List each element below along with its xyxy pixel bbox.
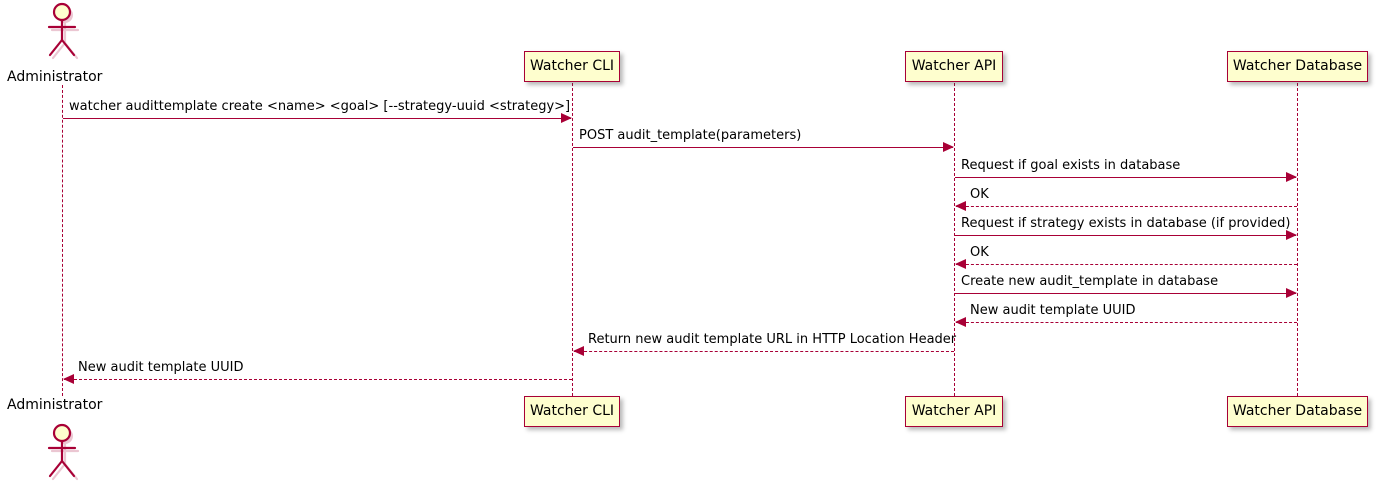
message-4-label: OK [970, 187, 989, 202]
message-5-line [955, 235, 1296, 236]
message-4-arrowhead [955, 201, 966, 211]
message-7-line [955, 293, 1296, 294]
lifeline-watcher-api [954, 83, 955, 396]
participant-watcher-api-top[interactable]: Watcher API [905, 51, 1003, 82]
message-2-line [573, 147, 953, 148]
lifeline-watcher-database [1297, 83, 1298, 396]
message-8-arrowhead [955, 317, 966, 327]
participant-watcher-cli-top[interactable]: Watcher CLI [524, 51, 620, 82]
actor-administrator-bottom [41, 423, 85, 481]
message-3-line [955, 177, 1296, 178]
actor-label-administrator-bottom: Administrator [7, 397, 103, 413]
message-1-line [63, 118, 571, 119]
message-7-label: Create new audit_template in database [961, 274, 1219, 289]
message-2-label: POST audit_template(parameters) [579, 128, 802, 143]
lifeline-administrator [62, 85, 63, 396]
actor-label-administrator-top: Administrator [7, 69, 103, 85]
participant-watcher-cli-bottom[interactable]: Watcher CLI [524, 396, 620, 427]
participant-watcher-api-bottom[interactable]: Watcher API [905, 396, 1003, 427]
message-9-arrowhead [573, 346, 584, 356]
message-10-arrowhead [63, 374, 74, 384]
message-10-label: New audit template UUID [78, 360, 244, 375]
message-9-label: Return new audit template URL in HTTP Lo… [588, 332, 957, 347]
message-2-arrowhead [943, 142, 954, 152]
message-3-label: Request if goal exists in database [961, 158, 1181, 173]
message-5-label: Request if strategy exists in database (… [961, 216, 1291, 231]
participant-watcher-database-bottom[interactable]: Watcher Database [1227, 396, 1368, 427]
message-8-line [956, 322, 1297, 323]
message-5-arrowhead [1286, 230, 1297, 240]
message-10-line [64, 379, 572, 380]
message-9-line [574, 351, 954, 352]
message-1-arrowhead [561, 113, 572, 123]
message-7-arrowhead [1286, 288, 1297, 298]
message-3-arrowhead [1286, 172, 1297, 182]
actor-administrator-top [41, 2, 85, 60]
message-1-label: watcher audittemplate create <name> <goa… [69, 99, 571, 114]
message-6-arrowhead [955, 259, 966, 269]
participant-watcher-database-top[interactable]: Watcher Database [1227, 51, 1368, 82]
message-8-label: New audit template UUID [970, 303, 1136, 318]
lifeline-watcher-cli [572, 83, 573, 396]
message-6-line [956, 264, 1297, 265]
message-6-label: OK [970, 245, 989, 260]
message-4-line [956, 206, 1297, 207]
